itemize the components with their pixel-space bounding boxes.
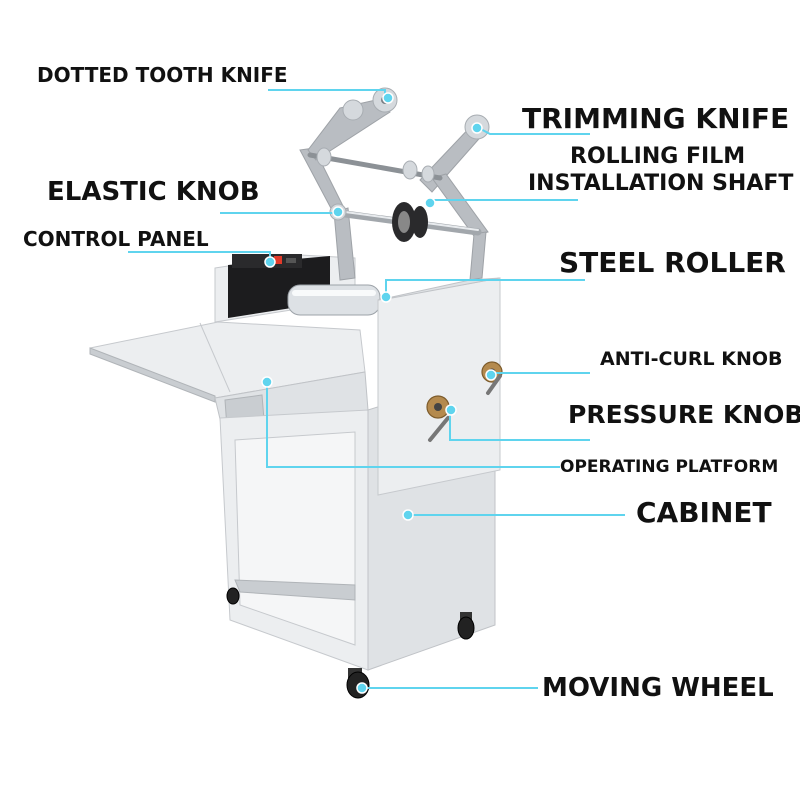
shaft-collar-left	[316, 147, 332, 167]
side-housing	[377, 277, 501, 496]
moving-wheel-left	[226, 587, 240, 605]
label-operating-platform: OPERATING PLATFORM	[560, 457, 778, 477]
anti-curl-handle	[486, 374, 502, 395]
cabinet-shelf	[234, 579, 356, 601]
laminator-machine	[89, 87, 503, 699]
dot-moving-wheel	[356, 682, 368, 694]
right-arm-lower	[431, 173, 489, 237]
pointer-dots	[261, 92, 497, 694]
dot-pressure	[445, 404, 457, 416]
dot-cabinet	[402, 509, 414, 521]
label-control-panel: CONTROL PANEL	[23, 227, 209, 251]
label-rolling-film-line2: INSTALLATION SHAFT	[528, 171, 793, 196]
moving-wheel-front	[346, 668, 370, 699]
label-moving-wheel: MOVING WHEEL	[542, 673, 774, 703]
upper-shaft	[307, 152, 443, 181]
feed-tray-seam	[199, 322, 231, 393]
pressure-knob-center	[434, 403, 442, 411]
steel-roller-body	[287, 284, 381, 316]
label-cabinet: CABINET	[636, 496, 772, 529]
label-dotted-tooth-knife: DOTTED TOOTH KNIFE	[37, 63, 288, 87]
label-pressure-knob: PRESSURE KNOB	[568, 400, 800, 429]
dot-trimming-knife	[471, 122, 483, 134]
dot-rolling-film	[424, 197, 436, 209]
leader-lines	[128, 89, 625, 689]
label-anti-curl-knob: ANTI-CURL KNOB	[600, 348, 783, 370]
dot-control-panel	[264, 256, 276, 268]
leader-steel-roller	[385, 279, 585, 296]
control-panel-display	[286, 258, 296, 263]
film-chuck-inner	[398, 211, 410, 233]
film-chuck-second	[412, 206, 428, 238]
dot-steel-roller	[380, 291, 392, 303]
leader-operating-platform	[266, 382, 560, 468]
right-arm-post	[469, 231, 487, 281]
upper-left-pulley	[342, 99, 364, 121]
label-trimming-knife: TRIMMING KNIFE	[522, 102, 789, 135]
shaft-collar-right	[421, 165, 435, 183]
feed-tray-edge	[89, 347, 216, 403]
dot-operating-platform	[261, 376, 273, 388]
label-rolling-film-line1: ROLLING FILM	[570, 144, 745, 169]
label-elastic-knob: ELASTIC KNOB	[47, 177, 260, 207]
moving-wheel-right	[457, 612, 475, 640]
steel-roller-shine	[292, 290, 376, 296]
dot-anti-curl	[485, 369, 497, 381]
dot-dotted-tooth-knife	[382, 92, 394, 104]
leader-dotted-tooth-knife	[268, 89, 386, 100]
leader-pressure	[449, 410, 590, 441]
pressure-knob-handle	[428, 416, 450, 442]
labels: DOTTED TOOTH KNIFE TRIMMING KNIFE ROLLIN…	[23, 63, 800, 703]
shaft-collar-mid	[402, 160, 418, 180]
dot-elastic-knob	[332, 206, 344, 218]
control-panel-switch	[274, 256, 282, 264]
label-steel-roller: STEEL ROLLER	[559, 246, 786, 279]
